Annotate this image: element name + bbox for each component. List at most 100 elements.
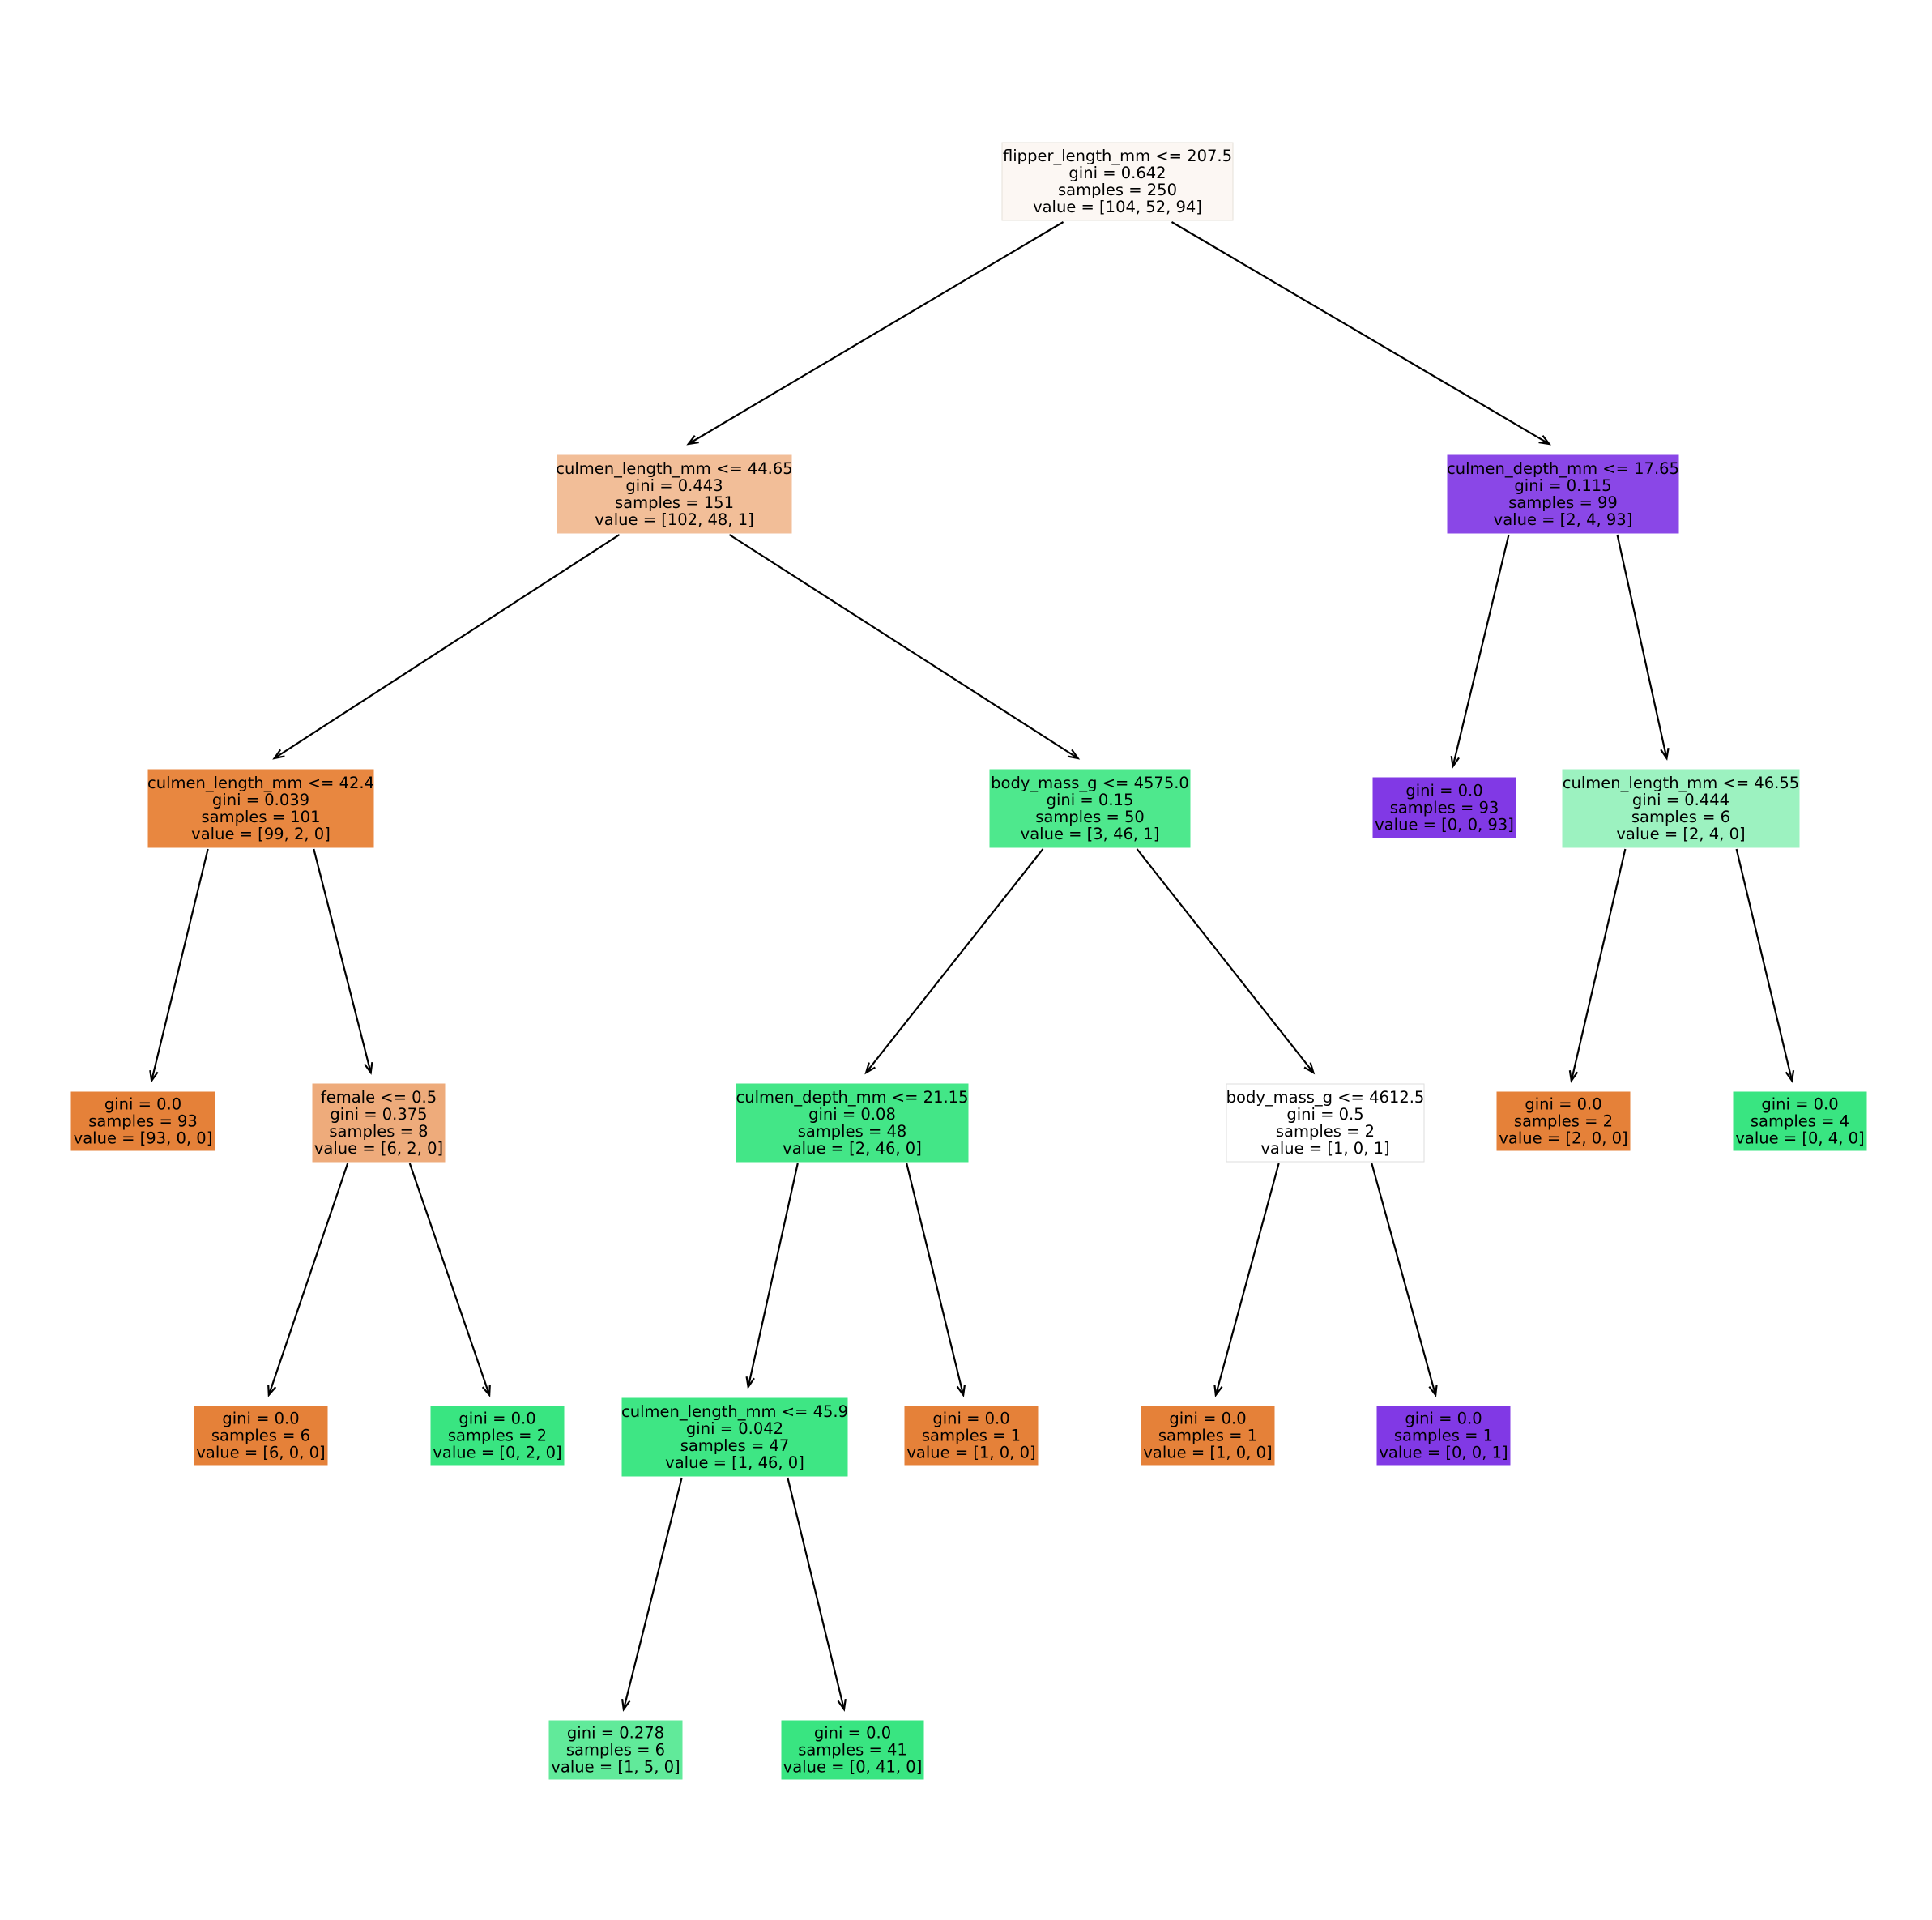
node-label-line: gini = 0.444 [1632,791,1729,809]
tree-edge-n4-n6 [408,1163,491,1397]
edge-line [408,1163,491,1396]
node-label-line: culmen_length_mm <= 45.9 [621,1402,848,1421]
node-box [548,1720,683,1780]
arrowhead-icon [481,1384,491,1397]
node-label-line: value = [1, 5, 0] [551,1758,680,1777]
node-label-line: gini = 0.443 [625,476,723,495]
node-box [1226,1083,1425,1163]
tree-edge-n8-n9 [745,1163,799,1389]
arrowhead-icon [1538,435,1551,446]
arrowhead-icon [364,1061,373,1075]
node-label-line: value = [104, 52, 94] [1033,198,1202,216]
node-box [1141,1406,1275,1466]
tree-edge-n0-n16 [1171,221,1551,446]
node-label-line: value = [1, 46, 0] [665,1453,804,1472]
node-box [194,1406,328,1466]
node-label-line: gini = 0.375 [330,1105,427,1124]
tree-edge-n1-n2 [272,534,621,760]
edge-line [1616,534,1668,759]
arrowhead-icon [1568,1069,1579,1083]
tree-edge-n1-n7 [728,534,1081,760]
arrowhead-icon [1660,747,1670,761]
node-label-line: samples = 50 [1035,808,1145,826]
node-label-line: gini = 0.0 [814,1724,891,1743]
node-label-line: samples = 151 [615,493,734,512]
node-label-line: gini = 0.0 [1405,782,1482,800]
node-label-line: gini = 0.278 [567,1724,664,1743]
node-box [781,1720,924,1780]
node-label-line: value = [6, 0, 0] [196,1444,325,1462]
tree-edge-n2-n3 [149,848,209,1083]
node-label-line: samples = 2 [448,1427,547,1445]
node-label-line: samples = 6 [1631,808,1730,826]
edge-line [267,1163,349,1396]
tree-edge-n18-n19 [1568,848,1627,1083]
arrowhead-icon [272,749,285,760]
arrowhead-icon [864,1062,876,1075]
node-label-line: samples = 1 [1158,1427,1257,1445]
arrowhead-icon [686,435,699,446]
node-label-line: gini = 0.0 [1761,1095,1838,1114]
arrowhead-icon [1428,1384,1438,1397]
tree-edge-n13-n14 [1213,1163,1280,1397]
edge-line [747,1163,799,1388]
node-label-line: samples = 1 [922,1427,1021,1445]
node-box [1496,1091,1631,1151]
edge-line [1171,221,1550,445]
node-label-line: gini = 0.042 [686,1419,783,1438]
node-label-line: gini = 0.039 [212,791,309,809]
node-label-line: value = [99, 2, 0] [191,825,331,843]
node-box [904,1406,1039,1466]
edge-line [906,1163,965,1396]
arrowhead-icon [745,1376,755,1389]
node-box [557,454,792,534]
node-label-line: samples = 1 [1394,1427,1493,1445]
node-box [1562,769,1800,848]
edge-line [865,848,1044,1073]
edge-line [1452,534,1510,767]
node-label-line: gini = 0.5 [1286,1105,1363,1124]
tree-edge-n2-n4 [313,848,373,1075]
node-label-line: samples = 6 [211,1427,310,1445]
node-label-line: value = [6, 2, 0] [314,1139,443,1158]
tree-edge-n8-n12 [906,1163,966,1397]
tree-edge-n16-n17 [1450,534,1510,769]
node-label-line: gini = 0.0 [1405,1410,1482,1428]
node-label-line: value = [1, 0, 0] [1143,1444,1272,1462]
arrowhead-icon [1303,1062,1316,1075]
arrowhead-icon [621,1698,631,1712]
edge-line [688,221,1064,445]
node-label-line: gini = 0.0 [458,1410,535,1428]
edge-line [728,534,1079,759]
node-label-line: value = [93, 0, 0] [74,1129,213,1148]
node-box [70,1091,215,1151]
tree-edges [149,221,1795,1712]
node-box [1372,777,1516,838]
edge-line [313,848,372,1073]
node-label-line: gini = 0.0 [1169,1410,1246,1428]
edge-line [1371,1163,1437,1396]
edge-line [274,534,621,759]
node-label-line: value = [2, 4, 0] [1616,825,1745,843]
node-label-line: samples = 250 [1058,181,1177,199]
node-box [430,1406,565,1466]
tree-edge-n9-n11 [787,1477,847,1712]
tree-edge-n16-n18 [1616,534,1670,761]
node-label-line: value = [0, 41, 0] [783,1758,923,1777]
tree-edge-n7-n8 [864,848,1044,1075]
